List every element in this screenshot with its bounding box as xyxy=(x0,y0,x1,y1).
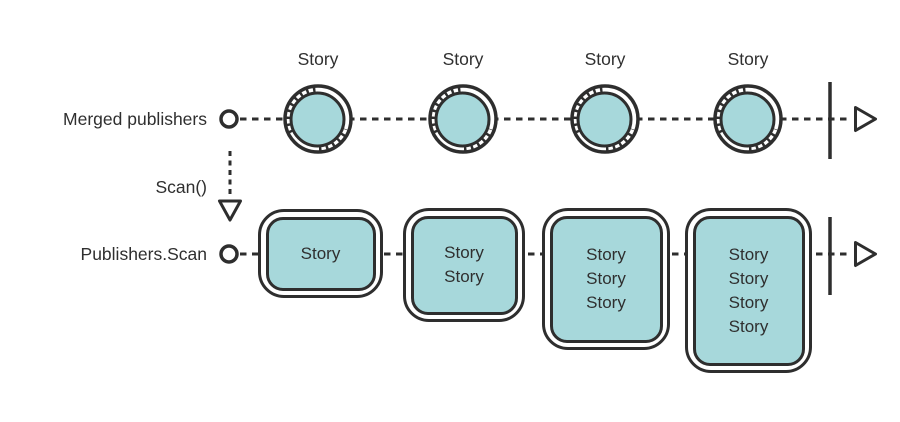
box-line: Story xyxy=(300,243,341,263)
marble-caption: Story xyxy=(442,49,484,69)
scan-box-content: Story Story Story xyxy=(549,215,663,343)
marble-caption: Story xyxy=(297,49,339,69)
box-line: Story xyxy=(444,243,484,262)
scan-operator-label: Scan() xyxy=(155,177,207,197)
scan-box-3: Story Story Story xyxy=(542,208,670,350)
box-line: Story xyxy=(728,316,769,336)
box-line: Story xyxy=(586,293,626,312)
story-marble xyxy=(715,86,781,152)
box-line: Story xyxy=(728,292,769,312)
box-line: Story xyxy=(728,244,769,264)
box-line: Story xyxy=(586,245,626,264)
scan-box-content: Story Story xyxy=(410,215,518,315)
scan-box-content: Story Story Story Story xyxy=(692,215,805,366)
scan-box-1: Story xyxy=(258,209,383,298)
merged-timeline-arrowhead-icon xyxy=(854,106,877,132)
scan-row-label: Publishers.Scan xyxy=(80,244,207,264)
story-marble xyxy=(572,86,638,152)
story-marble xyxy=(285,86,351,152)
scan-timeline-arrowhead-icon xyxy=(854,241,877,267)
scan-box-2: Story Story xyxy=(403,208,525,322)
box-line: Story xyxy=(586,269,626,288)
marble-caption: Story xyxy=(584,49,626,69)
scan-box-4: Story Story Story Story xyxy=(685,208,812,373)
box-line: Story xyxy=(444,267,484,286)
scan-box-content: Story xyxy=(265,216,376,291)
scan-operator-arrowhead-icon xyxy=(218,199,242,222)
story-marble xyxy=(430,86,496,152)
merged-start-circle-icon xyxy=(219,109,239,129)
box-line: Story xyxy=(728,268,769,288)
scan-start-circle-icon xyxy=(219,244,239,264)
marble-caption: Story xyxy=(727,49,769,69)
merged-row-label: Merged publishers xyxy=(63,109,207,129)
